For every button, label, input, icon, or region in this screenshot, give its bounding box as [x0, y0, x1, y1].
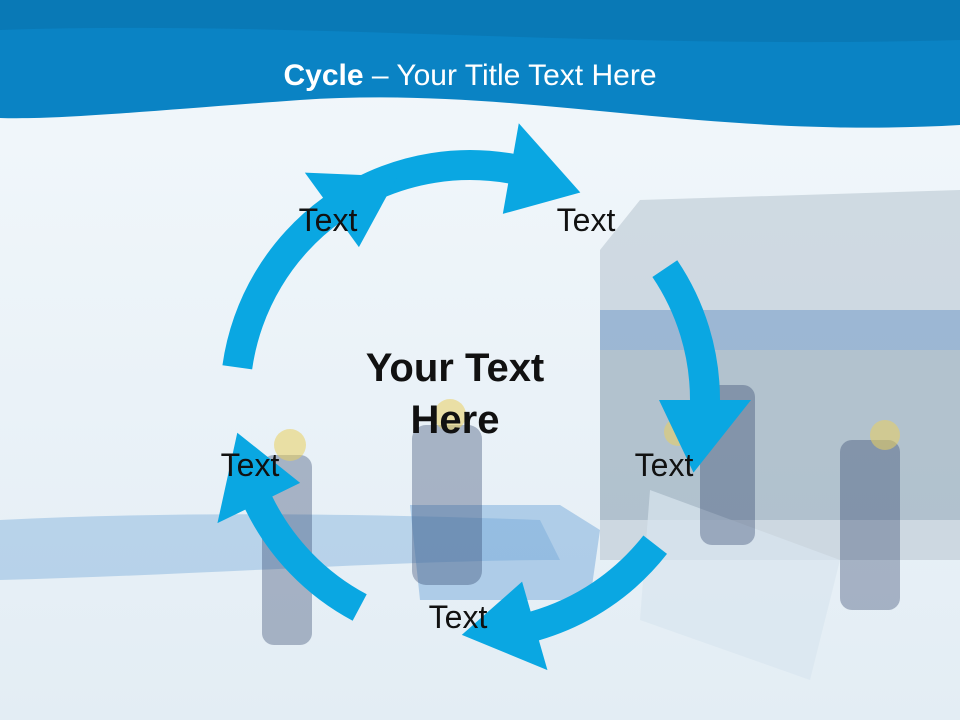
cycle-label-3: Text — [634, 447, 694, 483]
cycle-arrow-3 — [461, 535, 668, 671]
title-rest: – Your Title Text Here — [363, 59, 657, 92]
cycle-label-2: Text — [556, 202, 616, 238]
cycle-arrow-1 — [352, 123, 581, 214]
cycle-arrow-5 — [222, 172, 398, 370]
center-text: Your Text Here — [330, 342, 580, 446]
center-text-line-2: Here — [410, 398, 500, 442]
title-strong: Cycle — [283, 59, 364, 92]
center-text-line-1: Your Text — [365, 346, 545, 390]
cycle-label-4: Text — [428, 599, 488, 635]
cycle-label-5: Text — [220, 447, 280, 483]
slide-title: Cycle – Your Title Text Here — [0, 56, 940, 96]
cycle-label-1: Text — [298, 202, 358, 238]
cycle-arrow-2 — [652, 260, 751, 473]
cycle-arrow-4 — [217, 432, 367, 621]
